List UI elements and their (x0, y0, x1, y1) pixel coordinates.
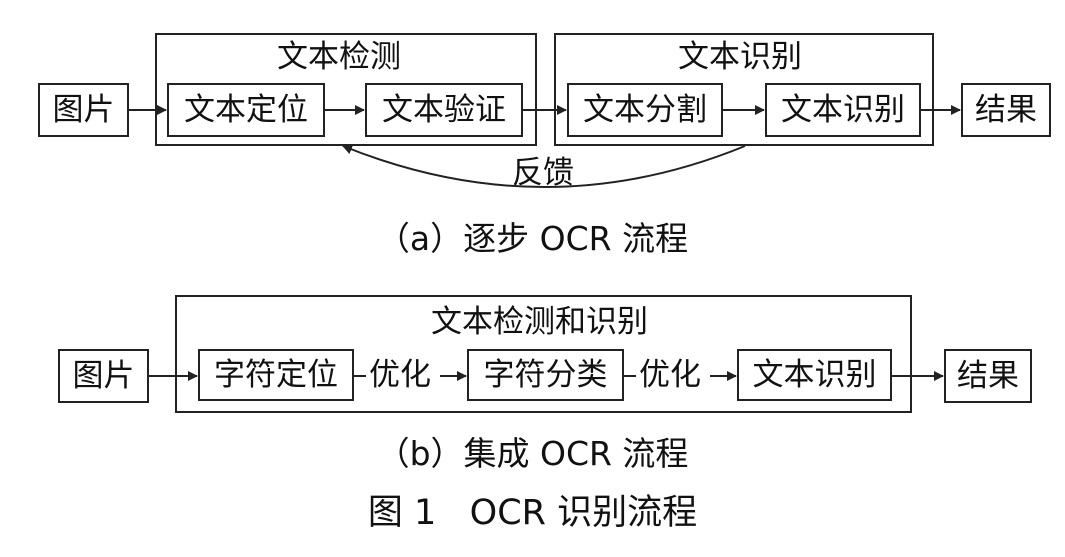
text-recognition-group-label: 文本识别 (678, 39, 802, 75)
detection-and-recognition-group (175, 295, 912, 413)
caption-b: （b）集成 OCR 流程 (376, 434, 689, 473)
text-locate-box: 文本定位 (167, 83, 325, 137)
char-classify-box: 字符分类 (467, 349, 624, 401)
text-recognition-group (554, 33, 934, 146)
result-box-b: 结果 (944, 349, 1032, 403)
optimize-label-1: 优化 (369, 357, 431, 393)
optimize-label-2: 优化 (639, 357, 701, 393)
detection-and-recognition-group-label: 文本检测和识别 (431, 304, 648, 340)
figure-caption: 图 1 OCR 识别流程 (367, 493, 698, 533)
char-locate-box: 字符定位 (198, 349, 354, 401)
caption-a: （a）逐步 OCR 流程 (376, 219, 689, 258)
text-recognize-box-b: 文本识别 (737, 349, 892, 401)
input-image-box: 图片 (38, 83, 129, 137)
text-segment-box: 文本分割 (567, 83, 723, 137)
text-detection-group (155, 33, 537, 146)
feedback-arrow (342, 144, 746, 188)
text-detection-group-label: 文本检测 (277, 39, 401, 75)
text-verify-box: 文本验证 (365, 83, 523, 137)
input-image-box-b: 图片 (58, 349, 149, 403)
text-recognize-box: 文本识别 (765, 83, 921, 137)
result-box: 结果 (961, 83, 1051, 137)
feedback-label: 反馈 (512, 155, 574, 191)
